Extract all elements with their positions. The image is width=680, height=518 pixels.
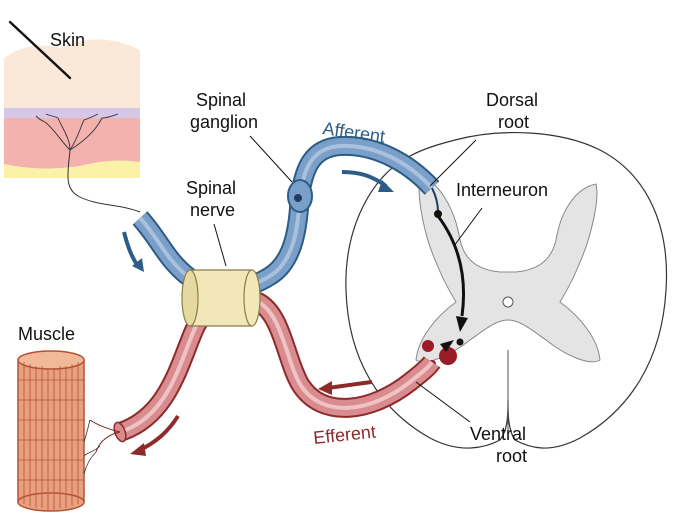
arrow-efferent-bottom-icon <box>130 414 180 456</box>
svg-text:ganglion: ganglion <box>190 112 258 132</box>
svg-text:Spinal: Spinal <box>186 178 236 198</box>
arrow-afferent-top-icon <box>341 170 394 192</box>
skin-block <box>4 39 141 213</box>
ventral-root-label: Ventral root <box>470 424 527 466</box>
svg-text:nerve: nerve <box>190 200 235 220</box>
interneuron-label: Interneuron <box>456 180 548 200</box>
svg-text:Dorsal: Dorsal <box>486 90 538 110</box>
arrow-afferent-left-icon <box>122 231 144 272</box>
spinal-nerve-label: Spinal nerve <box>186 178 236 220</box>
spinal-nerve-ring <box>181 269 261 327</box>
interneuron-path <box>436 215 466 317</box>
arrow-efferent-mid-icon <box>318 380 373 395</box>
nerve-endings <box>35 113 119 151</box>
muscle-block <box>17 350 101 512</box>
skin-label: Skin <box>50 30 85 50</box>
sensory-fiber <box>67 149 141 213</box>
spinal-nerve-pointer <box>213 223 227 267</box>
dorsal-root-pointer <box>429 139 477 187</box>
muscle-label: Muscle <box>18 324 75 344</box>
spinal-ganglion-pointer <box>249 135 293 183</box>
svg-text:root: root <box>496 446 527 466</box>
svg-text:Spinal: Spinal <box>196 90 246 110</box>
ventral-root-pointer <box>415 381 471 423</box>
svg-text:root: root <box>498 112 529 132</box>
central-canal <box>502 296 514 308</box>
efferent-nerve <box>89 288 441 453</box>
interneuron-pointer <box>453 207 483 247</box>
svg-text:Ventral: Ventral <box>470 424 526 444</box>
spinal-ganglion-label: Spinal ganglion <box>190 90 258 132</box>
dorsal-root-label: Dorsal root <box>486 90 538 132</box>
needle-icon <box>8 20 72 80</box>
efferent-label: Efferent <box>312 422 376 448</box>
interneuron-arrowhead <box>456 316 468 332</box>
